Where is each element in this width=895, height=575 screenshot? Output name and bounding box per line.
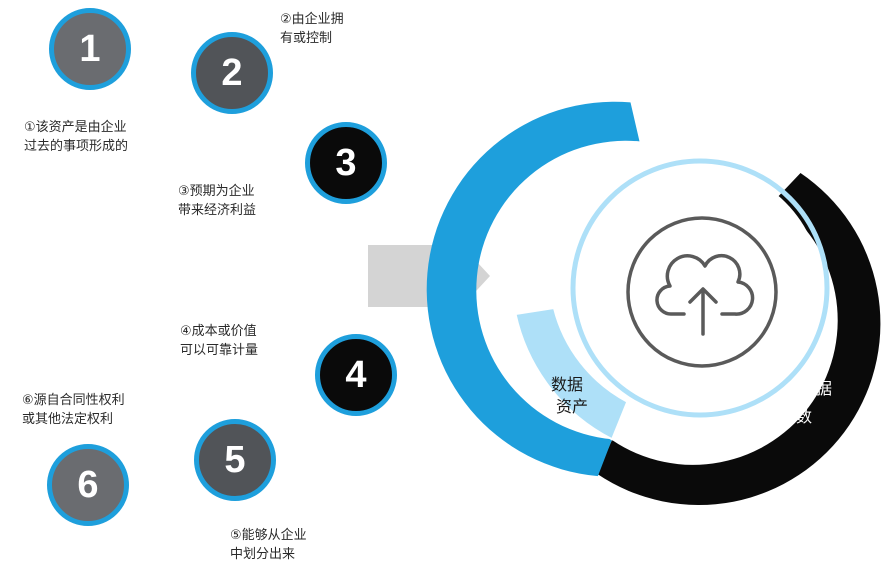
condition-text-3-line-1: ③预期为企业 (178, 184, 255, 199)
condition-text-6-line-1: ⑥源自合同性权利 (22, 393, 125, 408)
condition-circle-2: 2 (191, 32, 273, 114)
outer-blue-label: 资产/无形 资产 (522, 198, 591, 242)
condition-text-1-line-1: ①该资产是由企业 (24, 120, 127, 135)
condition-text-6-line-2: 或其他法定权利 (22, 412, 114, 427)
black-ring-label-line-1: 据 (816, 379, 833, 398)
center-white-circle (579, 167, 821, 409)
condition-text-1-line-2: 过去的事项形成的 (24, 139, 129, 154)
condition-text-2-line-1: ②由企业拥 (280, 12, 344, 27)
inner-light-label-line-1: 数据 (551, 375, 584, 394)
condition-text-4: ④成本或价值 可以可靠计量 (180, 322, 258, 360)
inner-light-label: 数据 资产 (546, 374, 588, 418)
inner-light-label-line-2: 资产 (556, 397, 589, 416)
condition-text-3-line-2: 带来经济利益 (178, 203, 257, 218)
light-blue-inner-segment (514, 306, 629, 441)
thin-blue-ring (570, 158, 830, 418)
condition-text-4-line-2: 可以可靠计量 (180, 343, 259, 358)
black-ring-label-line-2: 数 (796, 407, 813, 426)
condition-text-1: ①该资产是由企业 过去的事项形成的 (24, 118, 128, 156)
condition-text-6: ⑥源自合同性权利 或其他法定权利 (22, 391, 125, 429)
cloud-upload-icon (655, 253, 755, 336)
outer-blue-label-line-2: 资产 (522, 221, 555, 240)
black-outer-ring (597, 173, 881, 506)
condition-text-5: ⑤能够从企业 中划分出来 (230, 526, 307, 564)
condition-text-4-line-1: ④成本或价值 (180, 324, 257, 339)
condition-circle-1: 1 (49, 8, 131, 90)
condition-text-2: ②由企业拥 有或控制 (280, 10, 344, 48)
condition-circle-5: 5 (194, 419, 276, 501)
outer-blue-label-line-1: 资产/无形 (522, 199, 592, 218)
condition-text-5-line-1: ⑤能够从企业 (230, 528, 307, 543)
condition-text-2-line-2: 有或控制 (280, 31, 333, 46)
condition-circle-3: 3 (305, 122, 387, 204)
black-ring-label: 据 数 (796, 378, 832, 428)
condition-circle-4: 4 (315, 334, 397, 416)
blue-outer-ring (426, 101, 640, 477)
cloud-icon-border (626, 216, 778, 368)
condition-circle-6: 6 (47, 444, 129, 526)
condition-text-3: ③预期为企业 带来经济利益 (178, 182, 256, 220)
condition-text-5-line-2: 中划分出来 (230, 547, 296, 562)
